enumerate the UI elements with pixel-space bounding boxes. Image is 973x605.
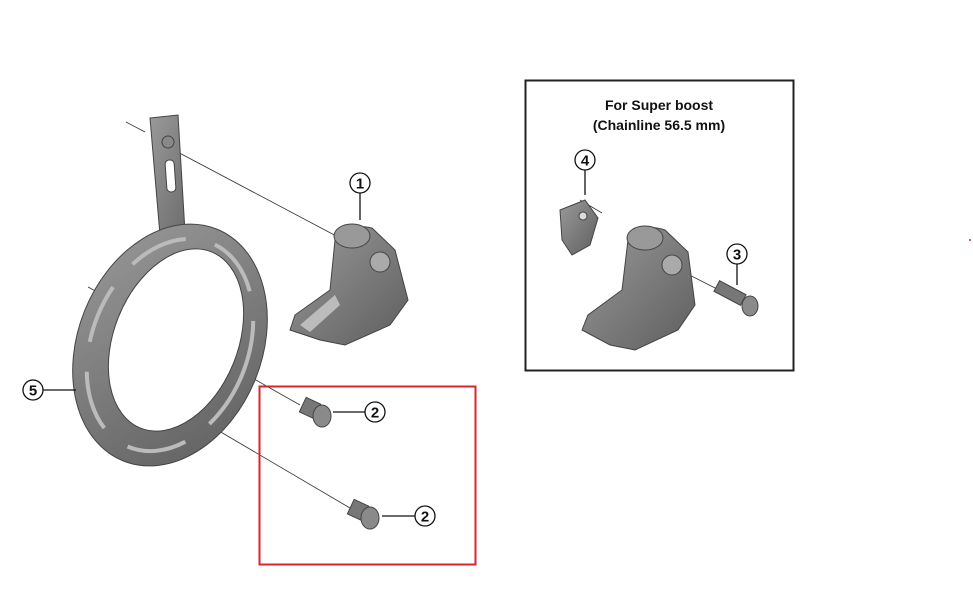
svg-text:5: 5 xyxy=(29,383,37,400)
callout-4: 4 xyxy=(574,149,596,171)
highlight-box xyxy=(258,385,477,566)
svg-text:2: 2 xyxy=(371,405,379,422)
super-boost-inset-box xyxy=(524,79,795,372)
bolt-upper-part[interactable] xyxy=(298,396,332,428)
bolt-lower-part[interactable] xyxy=(346,498,380,530)
bolt-super-boost-part[interactable] xyxy=(713,279,759,317)
svg-text:1: 1 xyxy=(356,176,364,193)
callout-3: 3 xyxy=(726,243,748,265)
chain-guide-part[interactable] xyxy=(289,223,409,346)
inset-title-line2: (Chainline 56.5 mm) xyxy=(593,117,725,133)
svg-text:2: 2 xyxy=(421,509,429,526)
callout-1: 1 xyxy=(349,172,371,194)
callouts xyxy=(43,170,738,517)
backplate-ring-part[interactable] xyxy=(38,114,302,495)
svg-text:4: 4 xyxy=(581,153,590,170)
callout-2-lower: 2 xyxy=(414,505,436,527)
stray-red-dot xyxy=(969,239,971,241)
spacer-plate-part[interactable] xyxy=(559,199,599,256)
callout-5: 5 xyxy=(22,379,44,401)
callout-2-upper: 2 xyxy=(364,401,386,423)
svg-text:3: 3 xyxy=(733,247,741,264)
inset-title-line1: For Super boost xyxy=(605,97,713,113)
chain-guide-super-boost-part[interactable] xyxy=(581,225,696,351)
